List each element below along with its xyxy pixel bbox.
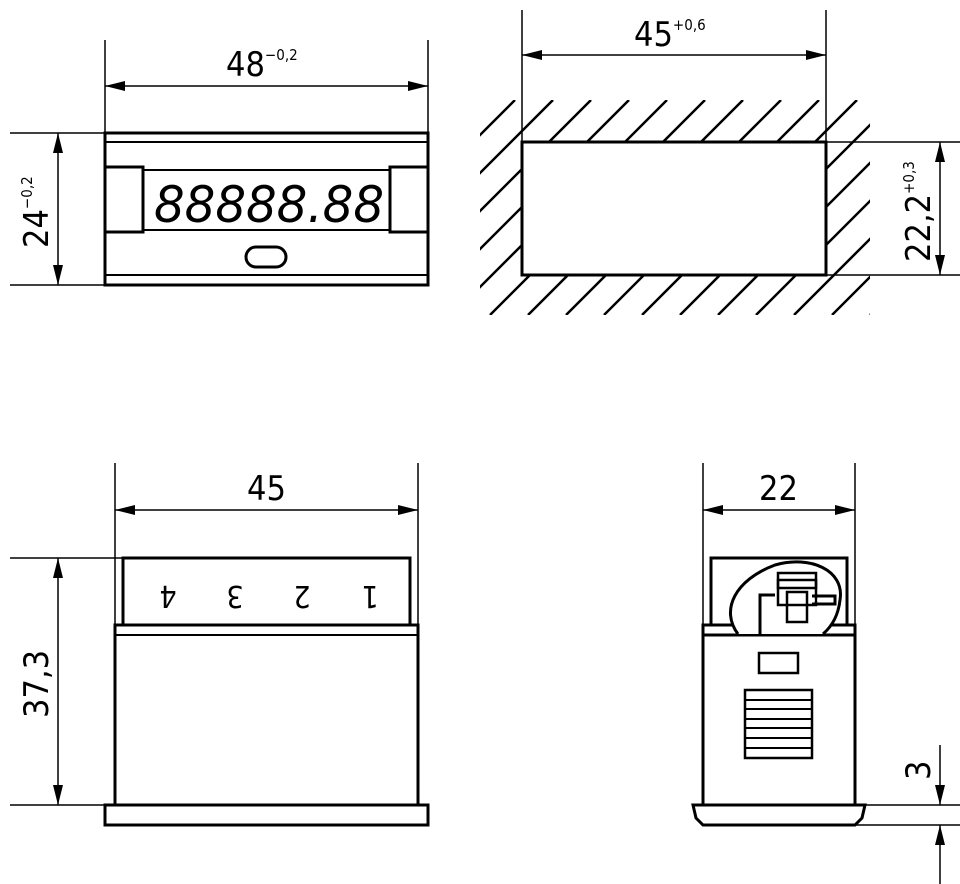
cutout-dimension-lines	[521, 10, 960, 276]
hatch-line	[480, 100, 554, 315]
top-dimension-lines	[10, 463, 419, 806]
hatch-line	[946, 100, 960, 315]
terminal-label: 2	[293, 578, 310, 613]
lcd-display: 88888.88	[154, 176, 384, 234]
top-housing	[103, 556, 430, 827]
side-width-label: 22	[759, 469, 798, 509]
cutout-width-label: 45+0,6	[634, 15, 706, 55]
hatch-line	[793, 100, 870, 315]
terminal-label: 4	[159, 578, 176, 613]
panel-cutout-view: 45+0,6 22,2+0,3	[480, 10, 960, 315]
hatch-line	[755, 100, 870, 315]
front-dimension-lines	[10, 40, 429, 286]
reset-button	[244, 245, 288, 269]
top-view: 45 37,3 4 3 2 1	[10, 463, 430, 827]
side-housing	[691, 556, 867, 827]
terminal-label: 1	[361, 578, 378, 613]
cutout-outline	[520, 140, 828, 277]
front-housing	[103, 131, 430, 287]
cutout-height-label: 22,2+0,3	[899, 161, 939, 262]
front-view: 48−0,2 24−0,2 88888.88	[10, 40, 430, 287]
top-height-label: 37,3	[17, 650, 57, 718]
front-height-label: 24−0,2	[17, 176, 57, 248]
side-dimension-lines	[702, 463, 960, 884]
terminal-label: 3	[226, 578, 243, 613]
hatch-line	[831, 100, 870, 315]
hatch-line	[480, 100, 592, 315]
side-view: 22 3	[691, 463, 960, 884]
top-width-label: 45	[247, 469, 286, 509]
bezel-depth-label: 3	[899, 761, 939, 780]
terminal-labels: 4 3 2 1	[159, 578, 378, 613]
front-width-label: 48−0,2	[226, 45, 298, 85]
